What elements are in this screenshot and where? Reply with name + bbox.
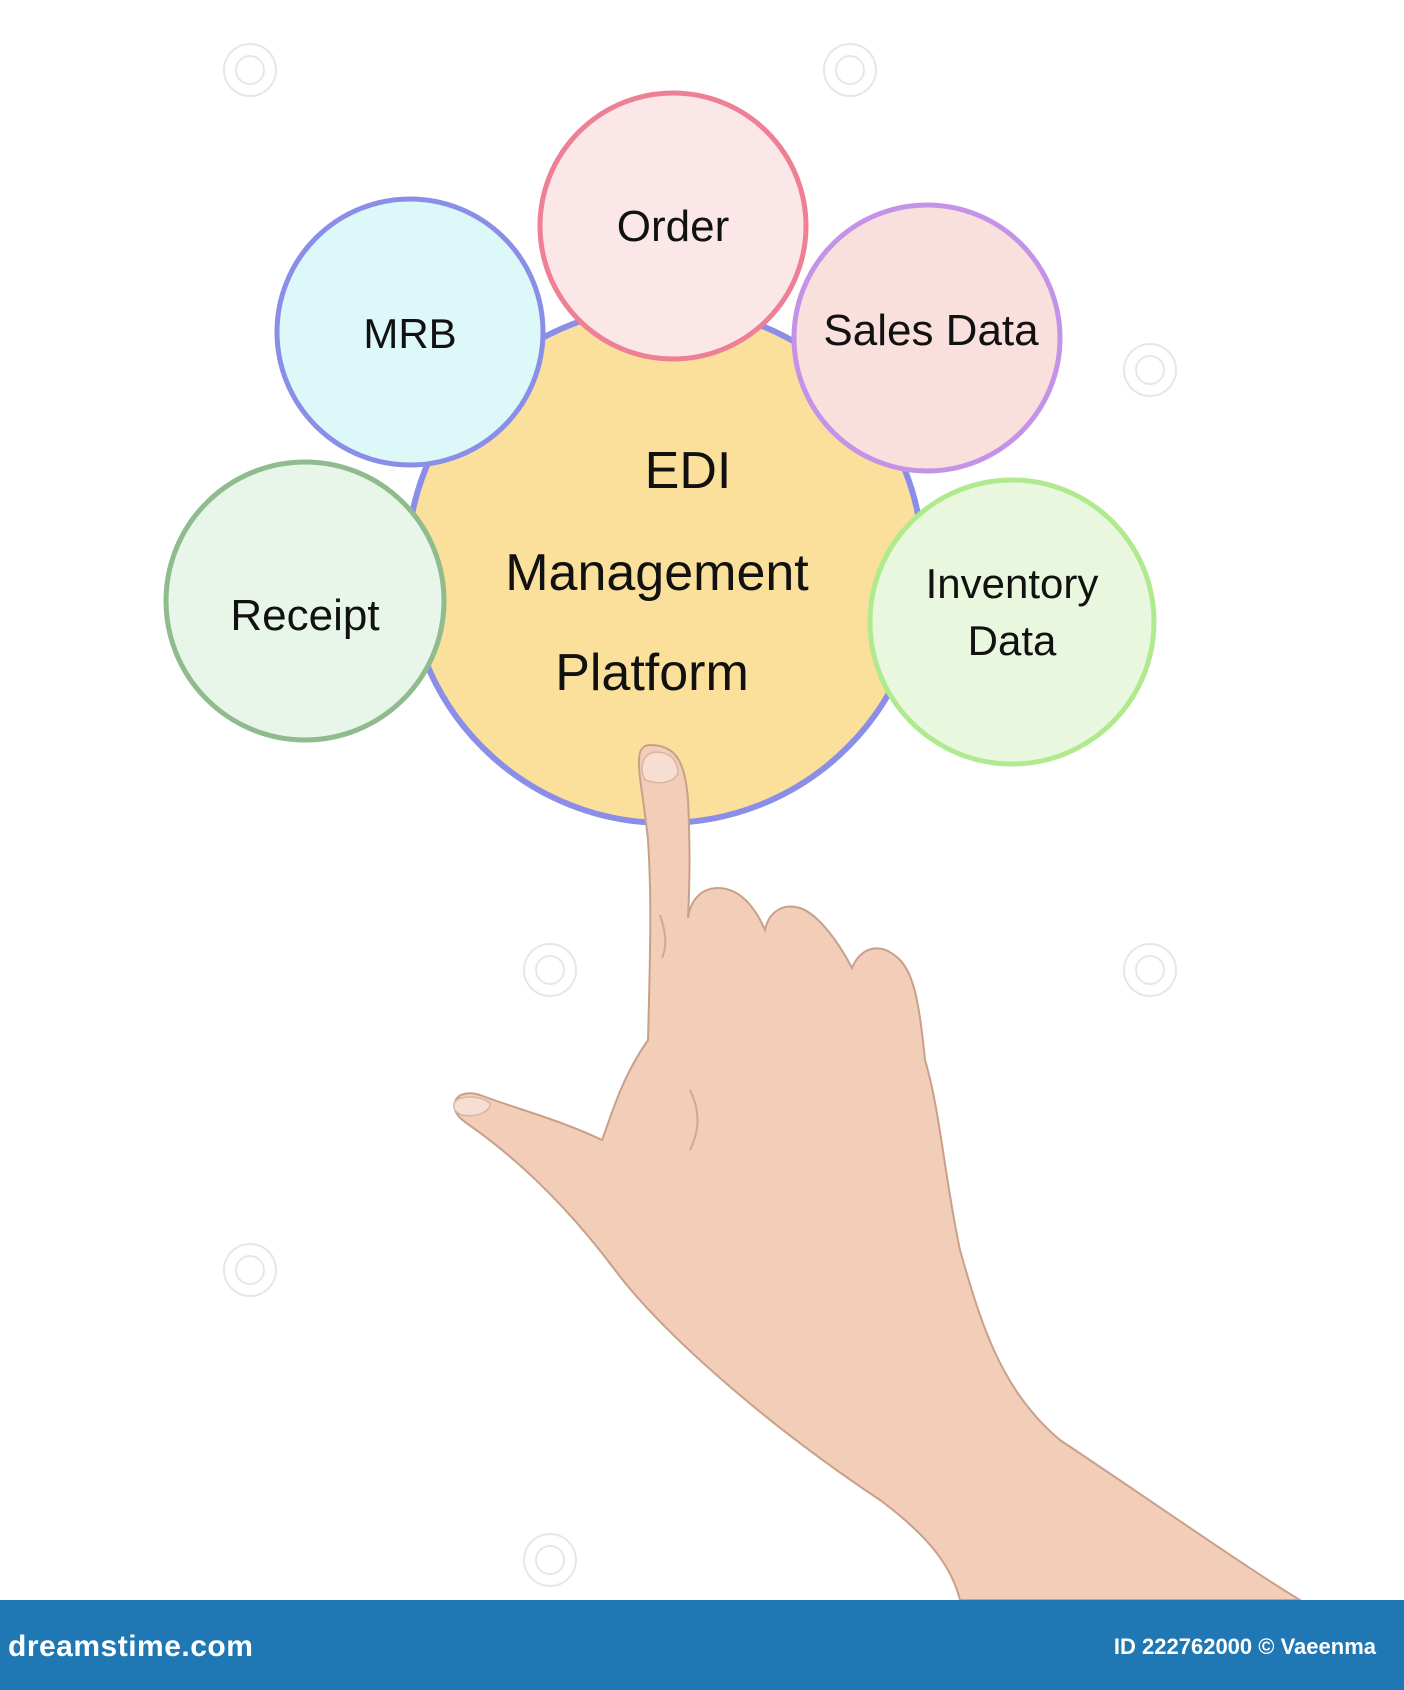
thumbnail-shape (453, 1096, 491, 1117)
footer-bar: dreamstime.com ID 222762000 © Vaeenma (0, 1600, 1404, 1690)
center-label-line-3: Platform (555, 644, 749, 702)
node-mrb-label: MRB (363, 310, 456, 357)
node-order-label: Order (617, 202, 729, 251)
node-receipt-circle (163, 459, 447, 743)
node-inventory-data-label-line-1: Inventory (926, 560, 1099, 607)
pointing-hand-icon (453, 743, 1304, 1601)
node-inventory-data-label-line-2: Data (968, 617, 1057, 664)
node-inventory-data-circle (867, 477, 1157, 767)
palm-crease (689, 1089, 699, 1151)
node-receipt-label: Receipt (230, 591, 379, 640)
hand-shape (453, 743, 1304, 1601)
footer-image-id: ID 222762000 © Vaeenma (1113, 1634, 1376, 1659)
node-sales-data-circle (791, 202, 1063, 474)
node-receipt: Receipt (163, 459, 447, 743)
center-label-line-1: EDI (645, 442, 732, 500)
node-order-circle (537, 90, 809, 362)
knuckle-crease (659, 914, 667, 959)
node-order: Order (537, 90, 809, 362)
fingernail-shape (641, 751, 679, 784)
node-mrb: MRB (274, 196, 546, 468)
node-inventory-data: Inventory Data (867, 477, 1157, 767)
center-label-line-2: Management (505, 544, 809, 602)
node-mrb-circle (274, 196, 546, 468)
footer-brand: dreamstime.com (8, 1630, 254, 1663)
node-sales-data: Sales Data (791, 202, 1063, 474)
node-sales-data-label: Sales Data (823, 306, 1039, 355)
